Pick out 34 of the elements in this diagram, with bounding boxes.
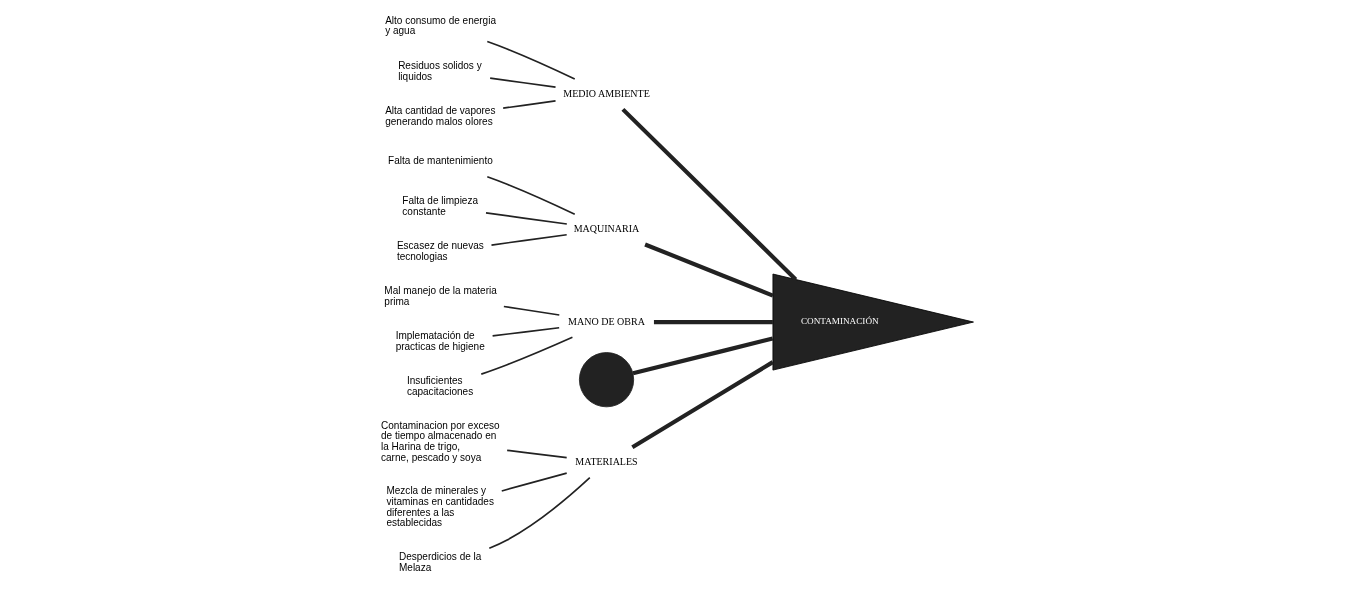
connector — [503, 305, 561, 316]
node-text: Alto consumo de energia y agua — [385, 14, 497, 37]
node-crescent — [578, 352, 635, 408]
node-text: Insuficientes capacitaciones — [406, 375, 474, 398]
connector — [489, 77, 557, 88]
connector — [486, 40, 576, 80]
connector — [621, 107, 798, 281]
node-text: Residuos solidos y liquidos — [398, 59, 482, 82]
node-text: MEDIO AMBIENTE — [563, 87, 650, 99]
connector — [500, 472, 568, 492]
connector — [506, 449, 568, 459]
connector — [644, 242, 774, 298]
connector — [490, 233, 568, 246]
connector — [485, 212, 568, 225]
connector — [632, 336, 774, 376]
node-text: Falta de limpieza constante — [402, 194, 479, 217]
connector — [631, 360, 774, 449]
connector — [486, 175, 576, 216]
node-text: MANO DE OBRA — [568, 315, 645, 327]
node-text: Desperdicios de la Melaza — [398, 550, 482, 573]
node-text: Falta de mantenimiento — [388, 155, 493, 167]
connector — [491, 326, 560, 337]
node-text: MATERIALES — [575, 455, 638, 467]
node-text: Mal manejo de la materia prima — [384, 285, 497, 308]
connector — [480, 336, 574, 375]
connector — [488, 476, 591, 550]
connector — [502, 100, 557, 109]
node-text: MAQUINARIA — [573, 222, 640, 234]
node-text: Implematación de practicas de higiene — [395, 330, 485, 353]
node-text: Mezcla de minerales y vitaminas en cantidades diferentes a las establecidas — [386, 484, 494, 529]
node-text: Contaminacion por exceso de tiempo almacenado en la Harina de trigo, carne, pescado y soya — [381, 419, 500, 464]
node-text: Escasez de nuevas tecnologias — [396, 240, 484, 262]
connector — [653, 319, 773, 325]
node-text: Alta cantidad de vapores generando malos olores — [385, 104, 496, 127]
